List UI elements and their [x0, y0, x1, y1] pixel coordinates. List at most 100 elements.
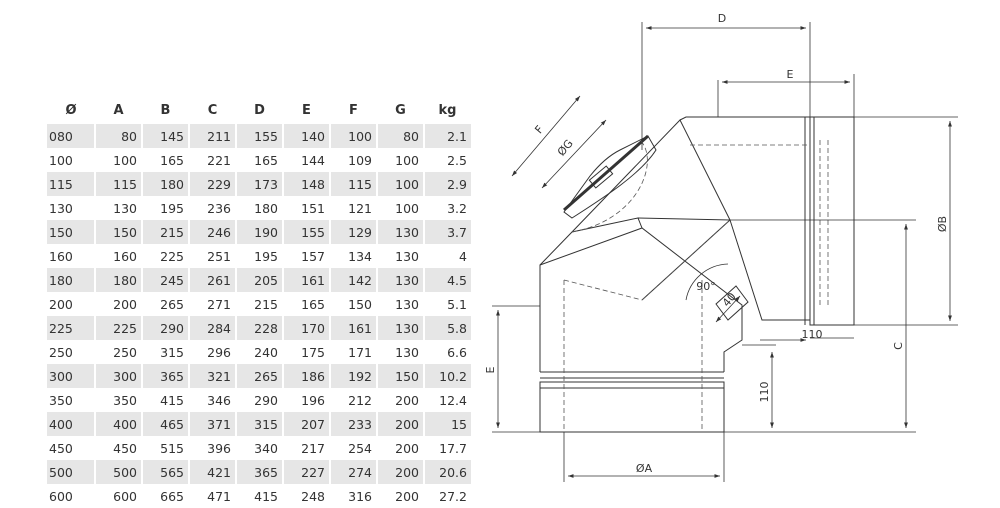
table-cell: 3.7 — [423, 220, 471, 244]
table-cell: 130 — [376, 340, 424, 364]
table-cell: 17.7 — [423, 436, 471, 460]
table-cell: 3.2 — [423, 196, 471, 220]
table-cell: 200 — [376, 484, 424, 508]
table-cell: 6.6 — [423, 340, 471, 364]
table-cell: 150 — [376, 364, 424, 388]
table-cell: 130 — [376, 268, 424, 292]
pipe-outline — [539, 116, 855, 433]
table-cell: 161 — [282, 268, 330, 292]
table-cell: 300 — [47, 364, 95, 388]
table-cell: 140 — [282, 124, 330, 148]
column-header: B — [160, 102, 171, 118]
column-header: kg — [438, 102, 457, 118]
table-cell: 265 — [235, 364, 283, 388]
table-cell: 145 — [141, 124, 189, 148]
elbow-drawing: D E F ØG ØB 90° 40 110 C E 110 ØA — [484, 12, 958, 482]
label-f: F — [532, 123, 546, 136]
table-cell: 5.1 — [423, 292, 471, 316]
label-angle: 90° — [696, 280, 716, 293]
table-cell: 450 — [94, 436, 142, 460]
table-cell: 225 — [47, 316, 95, 340]
table-cell: 250 — [49, 344, 73, 360]
column-header: C — [207, 102, 218, 118]
table-cell: 200 — [376, 460, 424, 484]
table-cell: 515 — [141, 436, 189, 460]
table-cell: 665 — [141, 484, 189, 508]
table-cell: 134 — [329, 244, 377, 268]
table-cell: 365 — [141, 364, 189, 388]
table-cell: 157 — [282, 244, 330, 268]
table-cell: 150 — [94, 220, 142, 244]
table-cell: 080 — [47, 124, 95, 148]
table-cell: 130 — [376, 292, 424, 316]
column-header: Ø — [65, 102, 77, 118]
table-cell: 130 — [94, 196, 142, 220]
table-cell: 415 — [235, 484, 283, 508]
dimension-labels: D E F ØG ØB 90° 40 110 C E 110 ØA — [484, 12, 949, 475]
table-cell: 340 — [235, 436, 283, 460]
table-cell: 400 — [47, 412, 95, 436]
label-b: ØB — [936, 216, 949, 232]
table-cell: 200 — [94, 292, 142, 316]
table-cell: 100 — [376, 196, 424, 220]
table-cell: 316 — [329, 484, 377, 508]
table-cell: 4 — [423, 244, 471, 268]
table-cell: 130 — [49, 200, 73, 216]
table-cell: 100 — [94, 148, 142, 172]
table-cell: 173 — [235, 172, 283, 196]
table-cell: 250 — [94, 340, 142, 364]
label-c: C — [892, 342, 905, 350]
dimension-lines — [492, 22, 958, 482]
table-cell: 20.6 — [423, 460, 471, 484]
table-cell: 415 — [141, 388, 189, 412]
table-cell: 100 — [329, 124, 377, 148]
table-cell: 371 — [188, 412, 236, 436]
middle-segment — [539, 217, 643, 266]
table-cell: 195 — [141, 196, 189, 220]
table-cell: 80 — [376, 124, 424, 148]
upper-segment — [571, 119, 731, 233]
table-cell: 212 — [329, 388, 377, 412]
table-cell: 151 — [282, 196, 330, 220]
table-cell: 115 — [329, 172, 377, 196]
table-cell: 195 — [235, 244, 283, 268]
table-cell: 196 — [282, 388, 330, 412]
table-cell: 346 — [188, 388, 236, 412]
table-cell: 290 — [141, 316, 189, 340]
table-cell: 200 — [49, 296, 73, 312]
right-socket — [809, 116, 855, 326]
table-cell: 161 — [329, 316, 377, 340]
table-cell: 450 — [49, 440, 73, 456]
table-cell: 121 — [329, 196, 377, 220]
table-cell: 500 — [47, 460, 95, 484]
table-cell: 155 — [235, 124, 283, 148]
table-cell: 100 — [376, 172, 424, 196]
table-cell: 274 — [329, 460, 377, 484]
table-cell: 211 — [188, 124, 236, 148]
table-cell: 150 — [47, 220, 95, 244]
table-cell: 10.2 — [423, 364, 471, 388]
table-cell: 80 — [94, 124, 142, 148]
table-cell: 130 — [376, 244, 424, 268]
table-cell: 175 — [282, 340, 330, 364]
column-header: G — [395, 102, 406, 118]
table-cell: 265 — [141, 292, 189, 316]
table-cell: 186 — [282, 364, 330, 388]
table-cell: 251 — [188, 244, 236, 268]
table-cell: 254 — [329, 436, 377, 460]
table-cell: 565 — [141, 460, 189, 484]
table-cell: 321 — [188, 364, 236, 388]
table-cell: 170 — [282, 316, 330, 340]
table-cell: 500 — [94, 460, 142, 484]
table-cell: 165 — [282, 292, 330, 316]
table-cell: 225 — [141, 244, 189, 268]
table-cell: 240 — [235, 340, 283, 364]
